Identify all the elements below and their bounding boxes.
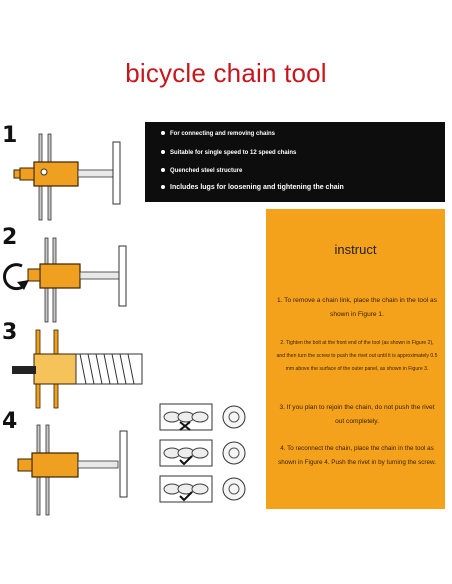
step-number-4: 4 (2, 409, 18, 434)
feature-item: Includes lugs for loosening and tighteni… (161, 184, 344, 191)
chain-tool-figure-2 (3, 237, 127, 323)
feature-item: For connecting and removing chains (161, 131, 275, 137)
feature-item: Suitable for single speed to 12 speed ch… (161, 150, 296, 156)
instruction-step-4: 4. To reconnect the chain, place the cha… (278, 445, 436, 466)
instruction-step-1: 1. To remove a chain link, place the cha… (276, 297, 438, 318)
features-box: For connecting and removing chains Suita… (145, 122, 445, 202)
instruction-panel: instruct 1. To remove a chain link, plac… (266, 209, 445, 509)
instruction-step-2: 2. Tighten the bolt at the front end of … (276, 340, 438, 372)
chain-tool-figure-3 (12, 329, 143, 409)
bullet-icon (161, 150, 165, 155)
bullet-icon (161, 185, 165, 190)
feature-item: Quenched steel structure (161, 168, 242, 174)
instruct-title: instruct (334, 242, 377, 257)
chain-link-diagrams (159, 403, 246, 503)
instruction-step-3: 3. If you plan to rejoin the chain, do n… (279, 404, 435, 425)
bullet-icon (161, 131, 165, 136)
step-number-3: 3 (2, 320, 18, 345)
chain-tool-figure-1 (13, 133, 121, 221)
chain-tool-figure-4 (17, 424, 128, 516)
page-title: bicycle chain tool (125, 58, 327, 88)
step-number-1: 1 (2, 123, 18, 148)
step-number-2: 2 (2, 225, 18, 250)
bullet-icon (161, 168, 165, 173)
